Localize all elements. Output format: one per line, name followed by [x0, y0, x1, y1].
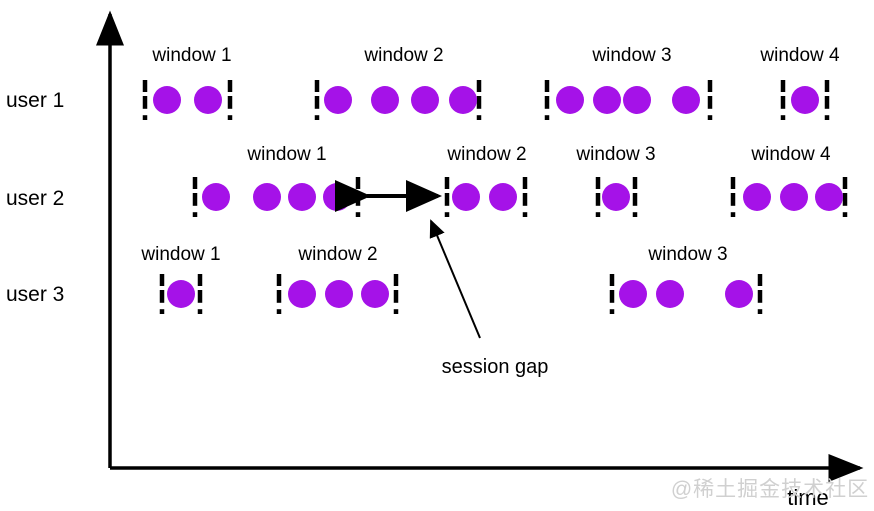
event-dot — [253, 183, 281, 211]
session-gap-label: session gap — [441, 356, 549, 378]
window-label-r1-w3: window 3 — [592, 45, 672, 66]
event-dot — [593, 86, 621, 114]
event-dot — [323, 183, 351, 211]
x-axis-label: time — [787, 485, 829, 510]
event-dot — [411, 86, 439, 114]
window-brackets — [142, 80, 848, 314]
event-dot — [623, 86, 651, 114]
event-dot — [672, 86, 700, 114]
event-dot — [725, 280, 753, 308]
axes — [96, 10, 864, 482]
event-dot — [324, 86, 352, 114]
event-dot — [371, 86, 399, 114]
event-dot — [619, 280, 647, 308]
event-dot — [167, 280, 195, 308]
event-dot — [449, 86, 477, 114]
watermark: @稀土掘金技术社区 — [670, 478, 870, 501]
event-dot — [452, 183, 480, 211]
event-dot — [815, 183, 843, 211]
window-label-r2-w3: window 3 — [576, 144, 656, 165]
window-label-r2-w4: window 4 — [751, 144, 831, 165]
window-label-r1-w1: window 1 — [152, 45, 232, 66]
event-dot — [202, 183, 230, 211]
window-label-r1-w2: window 2 — [364, 45, 444, 66]
event-dot — [743, 183, 771, 211]
event-dot — [656, 280, 684, 308]
row-label-user-2: user 2 — [6, 187, 65, 210]
event-dot — [361, 280, 389, 308]
row-label-user-3: user 3 — [6, 283, 65, 306]
event-dot — [153, 86, 181, 114]
event-dot — [288, 183, 316, 211]
event-dot — [288, 280, 316, 308]
session-gap-leader-line — [429, 219, 481, 339]
window-label-r3-w1: window 1 — [141, 244, 221, 265]
event-dot — [602, 183, 630, 211]
window-label-r1-w4: window 4 — [760, 45, 840, 66]
window-label-r2-w1: window 1 — [247, 144, 327, 165]
event-dot — [556, 86, 584, 114]
event-dots — [153, 86, 843, 308]
event-dot — [194, 86, 222, 114]
event-dot — [325, 280, 353, 308]
session-gap-annotation — [335, 180, 481, 339]
event-dot — [780, 183, 808, 211]
row-label-user-1: user 1 — [6, 89, 65, 112]
window-label-r2-w2: window 2 — [447, 144, 527, 165]
event-dot — [791, 86, 819, 114]
window-label-r3-w3: window 3 — [648, 244, 728, 265]
event-dot — [489, 183, 517, 211]
window-label-r3-w2: window 2 — [298, 244, 378, 265]
